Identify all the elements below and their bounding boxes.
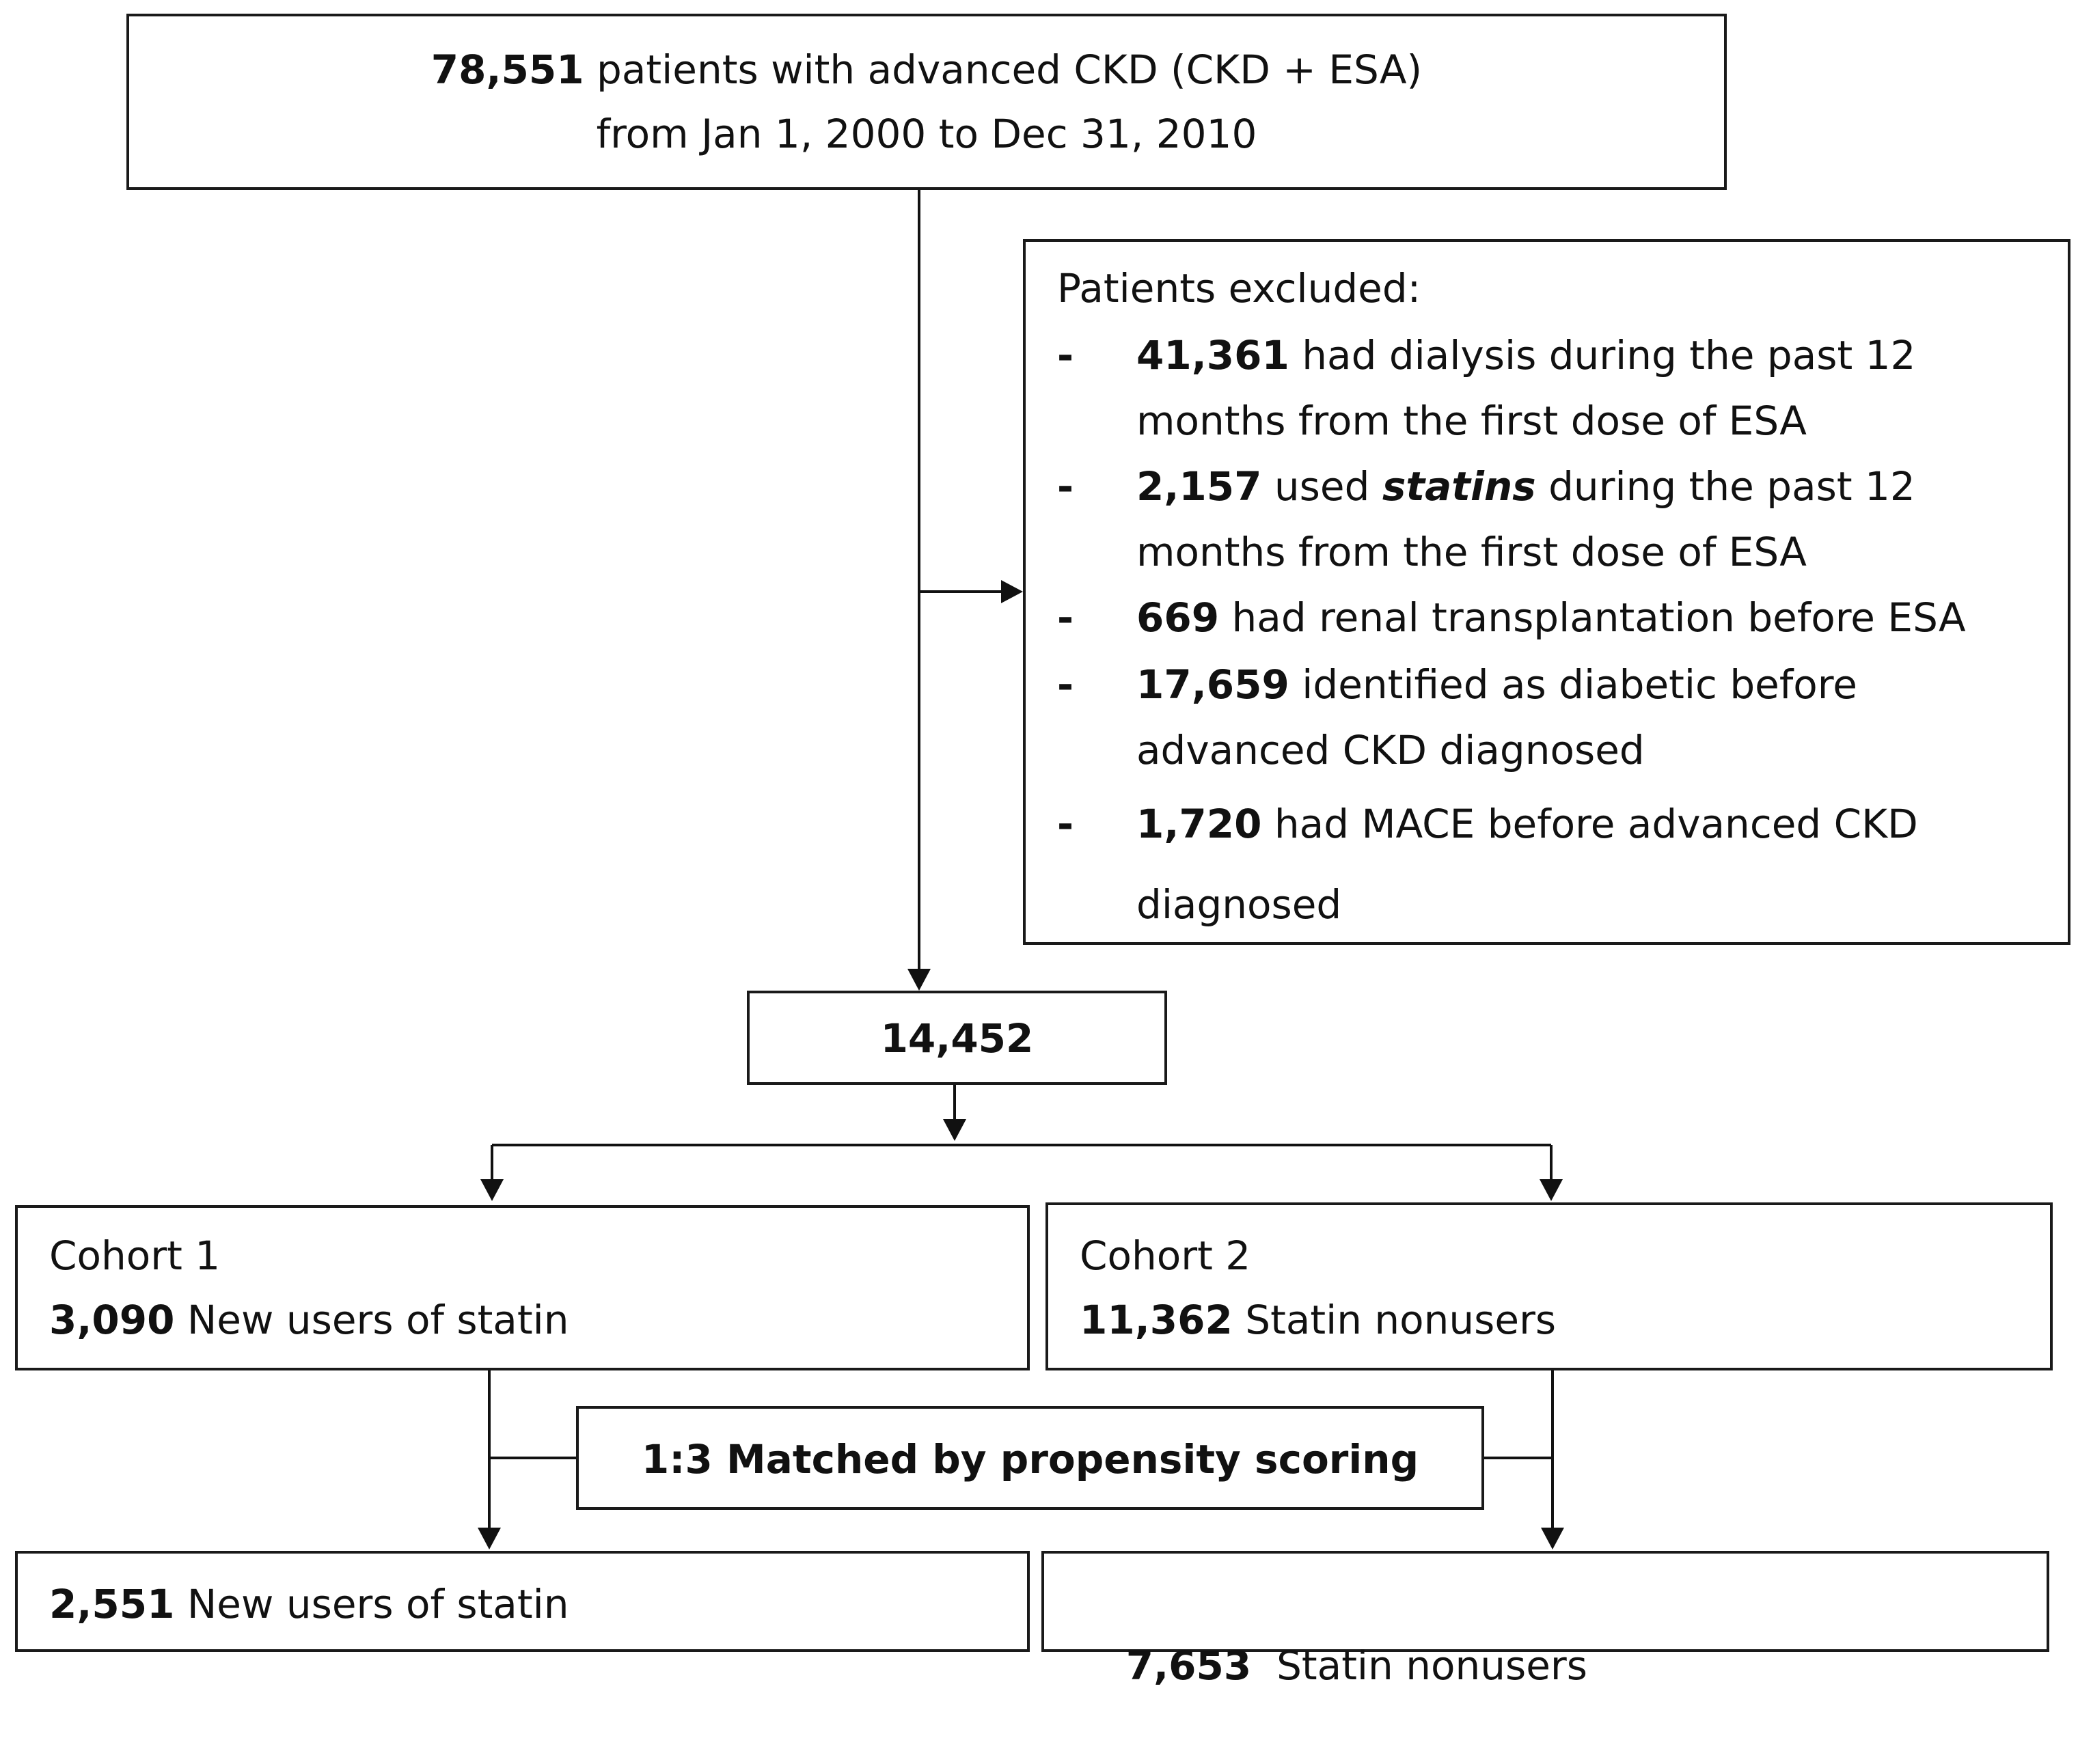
total-patients-line2: from Jan 1, 2000 to Dec 31, 2010 xyxy=(596,111,1257,157)
exclusion-text: used xyxy=(1261,463,1382,510)
total-patients-line1: 78,551 patients with advanced CKD (CKD +… xyxy=(129,37,1724,102)
arrowhead-cohort1 xyxy=(480,1179,504,1201)
exclusion-item-statins: 2,157 used statins during the past 12 xyxy=(1136,454,1915,519)
exclusion-item-diabetic-cont: advanced CKD diagnosed xyxy=(1136,727,1645,773)
exclusion-item-diabetic: 17,659 identified as diabetic before xyxy=(1136,652,1857,717)
cohort1-line: 3,090 New users of statin xyxy=(49,1287,569,1353)
total-patients-count: 78,551 xyxy=(430,46,584,93)
cohort1-count: 3,090 xyxy=(49,1297,175,1343)
exclusion-count: 2,157 xyxy=(1136,463,1262,510)
cohort2-title: Cohort 2 xyxy=(1080,1232,1251,1279)
exclusion-bullet: - xyxy=(1057,661,1074,708)
arrowhead-exclusions xyxy=(1001,580,1023,603)
exclusion-text: had dialysis during the past 12 xyxy=(1289,332,1916,378)
exclusion-count: 669 xyxy=(1136,594,1220,641)
exclusion-title: Patients excluded: xyxy=(1057,265,1421,312)
matching-label: 1:3 Matched by propensity scoring xyxy=(641,1436,1419,1483)
exclusion-text: had MACE before advanced CKD xyxy=(1261,801,1918,847)
matched-statin-users-line: 2,551 New users of statin xyxy=(49,1571,569,1637)
arrowhead-split xyxy=(943,1119,966,1141)
exclusion-count: 17,659 xyxy=(1136,661,1289,708)
exclusion-box: Patients excluded: - 41,361 had dialysis… xyxy=(1023,239,2070,945)
exclusion-item-statins-cont: months from the first dose of ESA xyxy=(1136,529,1807,575)
matched-statin-nonusers-label: Statin nonusers xyxy=(1251,1642,1587,1689)
arrowhead-result1 xyxy=(478,1528,501,1549)
exclusion-count: 41,361 xyxy=(1136,332,1289,378)
cohort1-box: Cohort 1 3,090 New users of statin xyxy=(15,1205,1030,1370)
matched-statin-users-label: New users of statin xyxy=(174,1581,569,1627)
cohort1-title: Cohort 1 xyxy=(49,1232,221,1279)
total-patients-box: 78,551 patients with advanced CKD (CKD +… xyxy=(126,14,1727,190)
matched-statin-nonusers-line: 7,653 Statin nonusers xyxy=(1076,1567,1587,1764)
matched-statin-nonusers-count: 7,653 xyxy=(1125,1642,1252,1689)
cohort2-box: Cohort 2 11,362 Statin nonusers xyxy=(1045,1202,2053,1370)
exclusion-item-transplant: 669 had renal transplantation before ESA xyxy=(1136,585,1966,650)
exclusion-item-mace-cont: diagnosed xyxy=(1136,881,1342,928)
exclusion-bullet: - xyxy=(1057,801,1074,847)
exclusion-bullet: - xyxy=(1057,594,1074,641)
exclusion-bullet: - xyxy=(1057,332,1074,378)
exclusion-item-dialysis: 41,361 had dialysis during the past 12 xyxy=(1136,322,1915,388)
exclusion-item-mace: 1,720 had MACE before advanced CKD xyxy=(1136,791,1918,857)
exclusion-count: 1,720 xyxy=(1136,801,1262,847)
matched-statin-users-box: 2,551 New users of statin xyxy=(15,1551,1030,1652)
exclusion-item-dialysis-cont: months from the first dose of ESA xyxy=(1136,398,1807,444)
matching-box: 1:3 Matched by propensity scoring xyxy=(576,1406,1484,1510)
eligible-patients-box: 14,452 xyxy=(747,991,1167,1085)
cohort1-label: New users of statin xyxy=(174,1297,569,1343)
exclusion-bullet: - xyxy=(1057,463,1074,510)
cohort2-label: Statin nonusers xyxy=(1232,1297,1557,1343)
eligible-patients-count: 14,452 xyxy=(880,1015,1034,1062)
matched-statin-nonusers-box: 7,653 Statin nonusers xyxy=(1041,1551,2049,1689)
exclusion-text: identified as diabetic before xyxy=(1289,661,1857,708)
arrowhead-result2 xyxy=(1541,1528,1564,1549)
arrowhead-total xyxy=(907,969,931,991)
exclusion-text: during the past 12 xyxy=(1535,463,1915,510)
matched-statin-users-count: 2,551 xyxy=(49,1581,175,1627)
total-patients-description: patients with advanced CKD (CKD + ESA) xyxy=(584,46,1423,93)
cohort2-count: 11,362 xyxy=(1080,1297,1233,1343)
exclusion-emphasis: statins xyxy=(1382,463,1536,510)
exclusion-text: had renal transplantation before ESA xyxy=(1219,594,1966,641)
cohort2-line: 11,362 Statin nonusers xyxy=(1080,1287,1556,1353)
flow-connectors xyxy=(478,190,1564,1549)
arrowhead-cohort2 xyxy=(1540,1179,1563,1201)
